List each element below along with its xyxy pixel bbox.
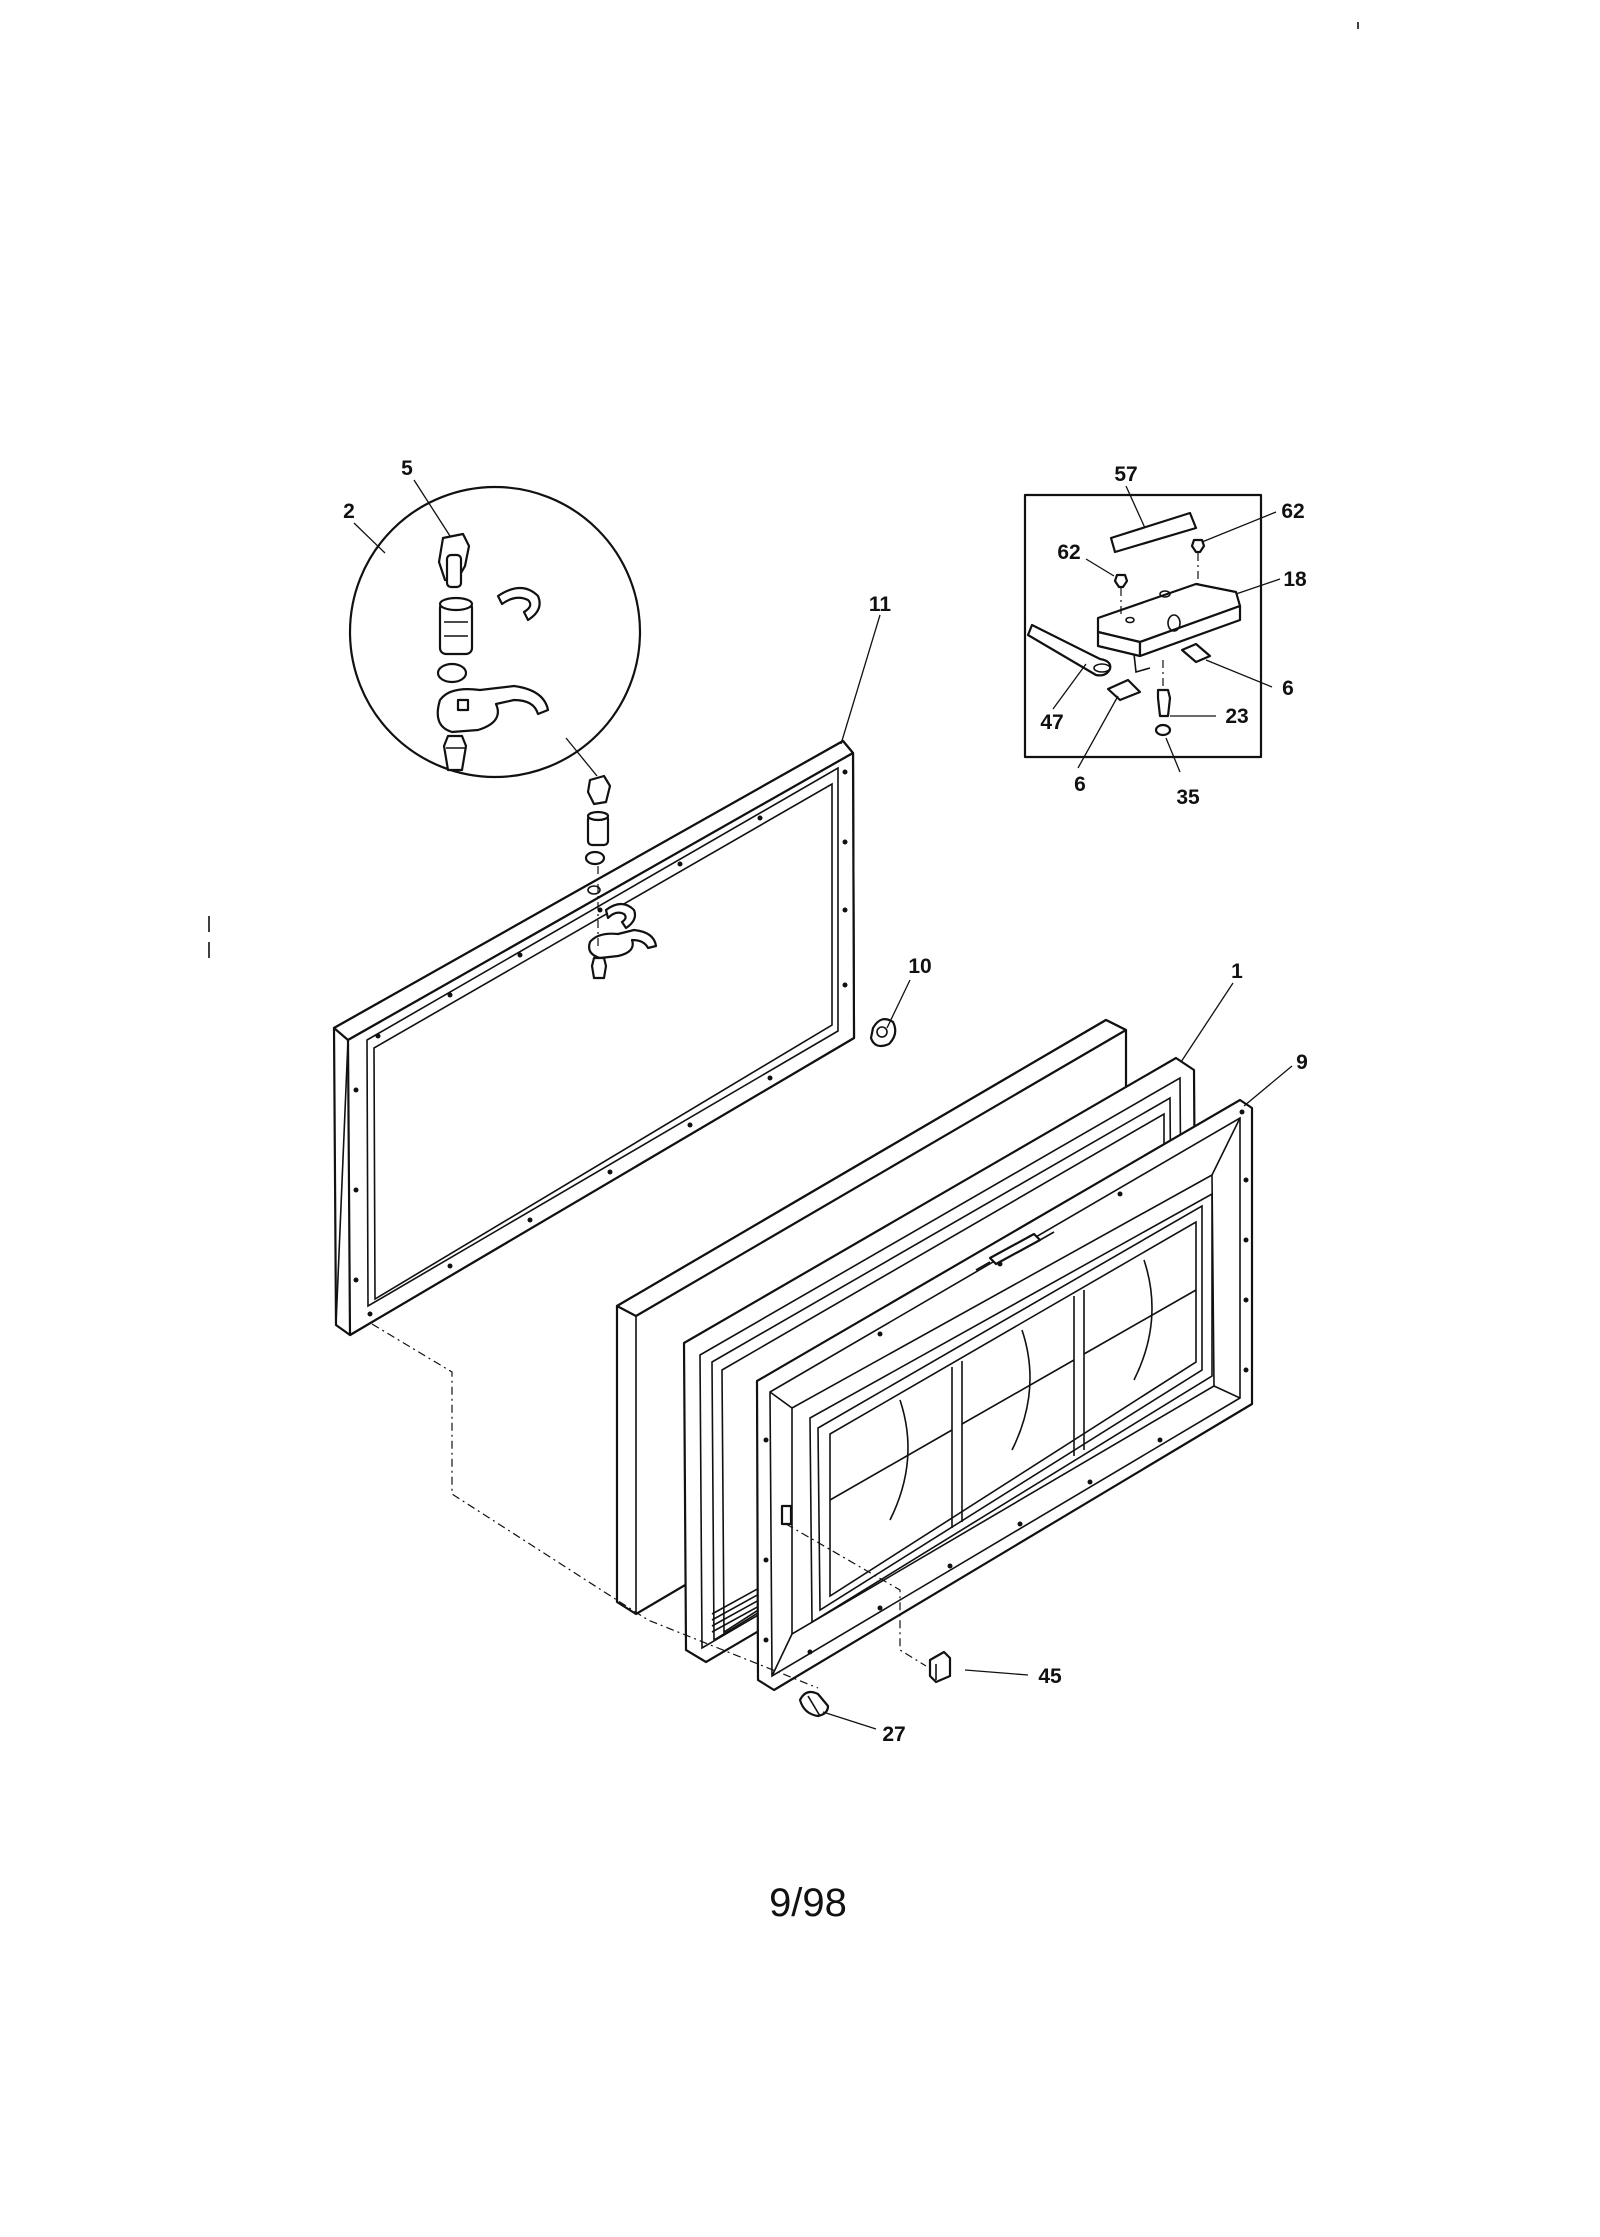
clip-icon [1106, 678, 1142, 702]
callout-27: 27 [882, 1723, 905, 1746]
latch-slot-icon [780, 1504, 793, 1526]
callout-57: 57 [1114, 463, 1137, 486]
lid-lock-parts [584, 774, 658, 980]
nut-icon [1154, 723, 1172, 737]
screw-icon [442, 734, 468, 772]
callout-labels: 5 2 11 57 62 62 18 6 47 23 6 35 10 1 9 4… [343, 457, 1308, 1746]
callout-18: 18 [1283, 568, 1307, 591]
screw-icon [1113, 573, 1129, 589]
callout-62: 62 [1281, 500, 1304, 523]
callout-62: 62 [1057, 541, 1080, 564]
strip-icon [1109, 511, 1198, 554]
inner-door-panel [755, 1098, 1254, 1692]
leader-lines [353, 479, 1293, 1730]
callout-6: 6 [1074, 773, 1086, 796]
o-ring-icon [436, 662, 468, 684]
callout-1: 1 [1231, 960, 1243, 983]
lock-assembly-detail [348, 485, 642, 779]
assembly-lines [371, 1323, 927, 1689]
callout-9: 9 [1296, 1051, 1308, 1074]
callout-23: 23 [1225, 705, 1248, 728]
bolt-icon [1156, 688, 1172, 718]
callout-11: 11 [869, 593, 892, 616]
lid-screw-holes [353, 769, 848, 1317]
callout-45: 45 [1038, 1665, 1062, 1688]
callout-2: 2 [343, 500, 355, 523]
callout-35: 35 [1176, 786, 1200, 809]
scan-marks [208, 22, 1359, 958]
bumper-part [869, 1017, 897, 1048]
latch-clip-part [928, 1650, 952, 1684]
plug-part [798, 1690, 830, 1718]
cam-latch-icon [436, 684, 550, 734]
revision-date: 9/98 [769, 1881, 847, 1925]
bracket-detail-box [1023, 493, 1263, 759]
clip-icon [1180, 642, 1212, 664]
callout-10: 10 [908, 955, 931, 978]
clip-icon [496, 586, 541, 622]
lid-frame [332, 739, 856, 1337]
callout-6: 6 [1282, 677, 1294, 700]
callout-47: 47 [1040, 711, 1063, 734]
callout-5: 5 [401, 457, 413, 480]
screw-icon [1190, 538, 1206, 554]
door-screw-holes [763, 1109, 1249, 1655]
